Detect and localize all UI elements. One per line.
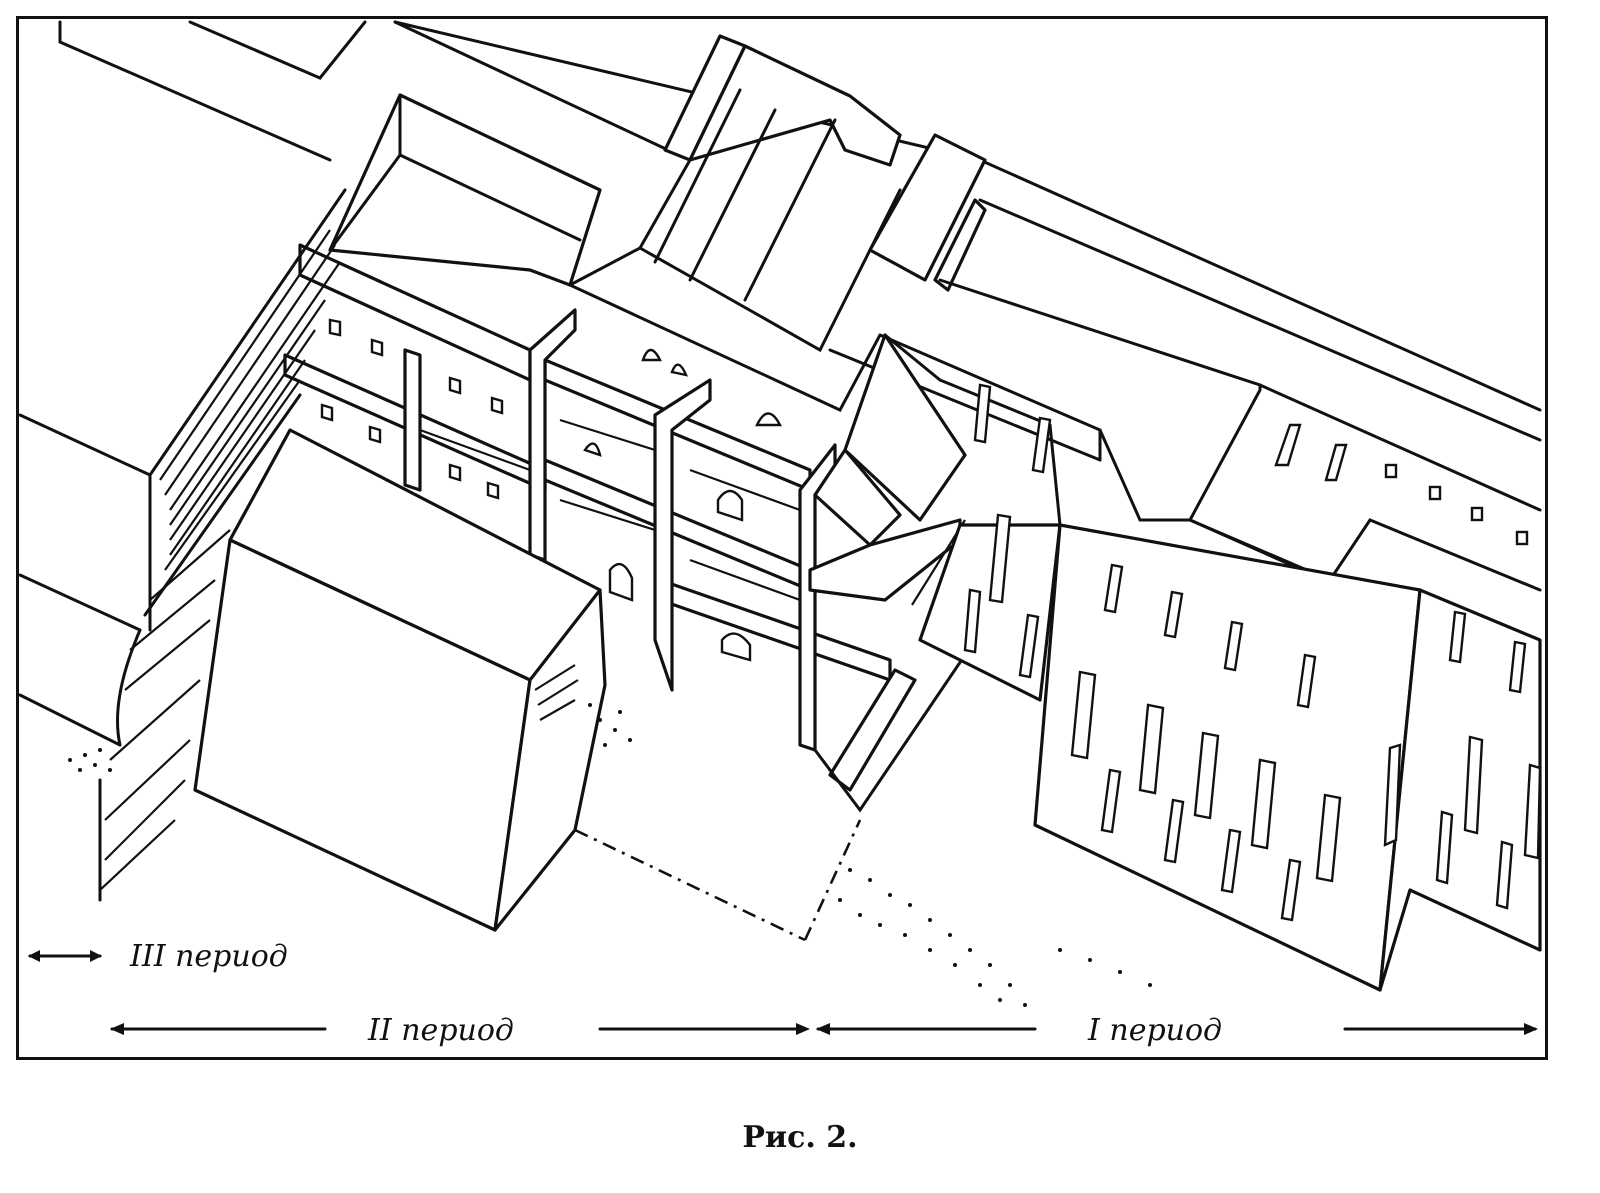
period-3-label: III период xyxy=(129,939,288,974)
middle-wall-section xyxy=(808,333,967,813)
upper-courtyard xyxy=(638,34,987,353)
left-retaining-walls xyxy=(18,188,347,902)
room-block-top xyxy=(328,93,602,287)
figure-caption: Рис. 2. xyxy=(742,1120,858,1155)
upper-wall-openings xyxy=(1274,423,1529,546)
period-2-arrow xyxy=(110,1023,810,1035)
stone-hatching xyxy=(99,229,341,891)
period-2-label: II период xyxy=(367,1013,514,1048)
corridor-walls xyxy=(568,246,1542,602)
period-1-arrow xyxy=(816,1023,1538,1035)
period-1-label: I период xyxy=(1087,1013,1222,1048)
room-grid xyxy=(283,243,892,752)
soil-dots xyxy=(68,703,1152,1007)
period-3-arrow xyxy=(28,950,102,962)
front-windows xyxy=(963,383,1542,922)
front-block-II xyxy=(193,428,607,932)
foundation-lines xyxy=(98,684,862,942)
